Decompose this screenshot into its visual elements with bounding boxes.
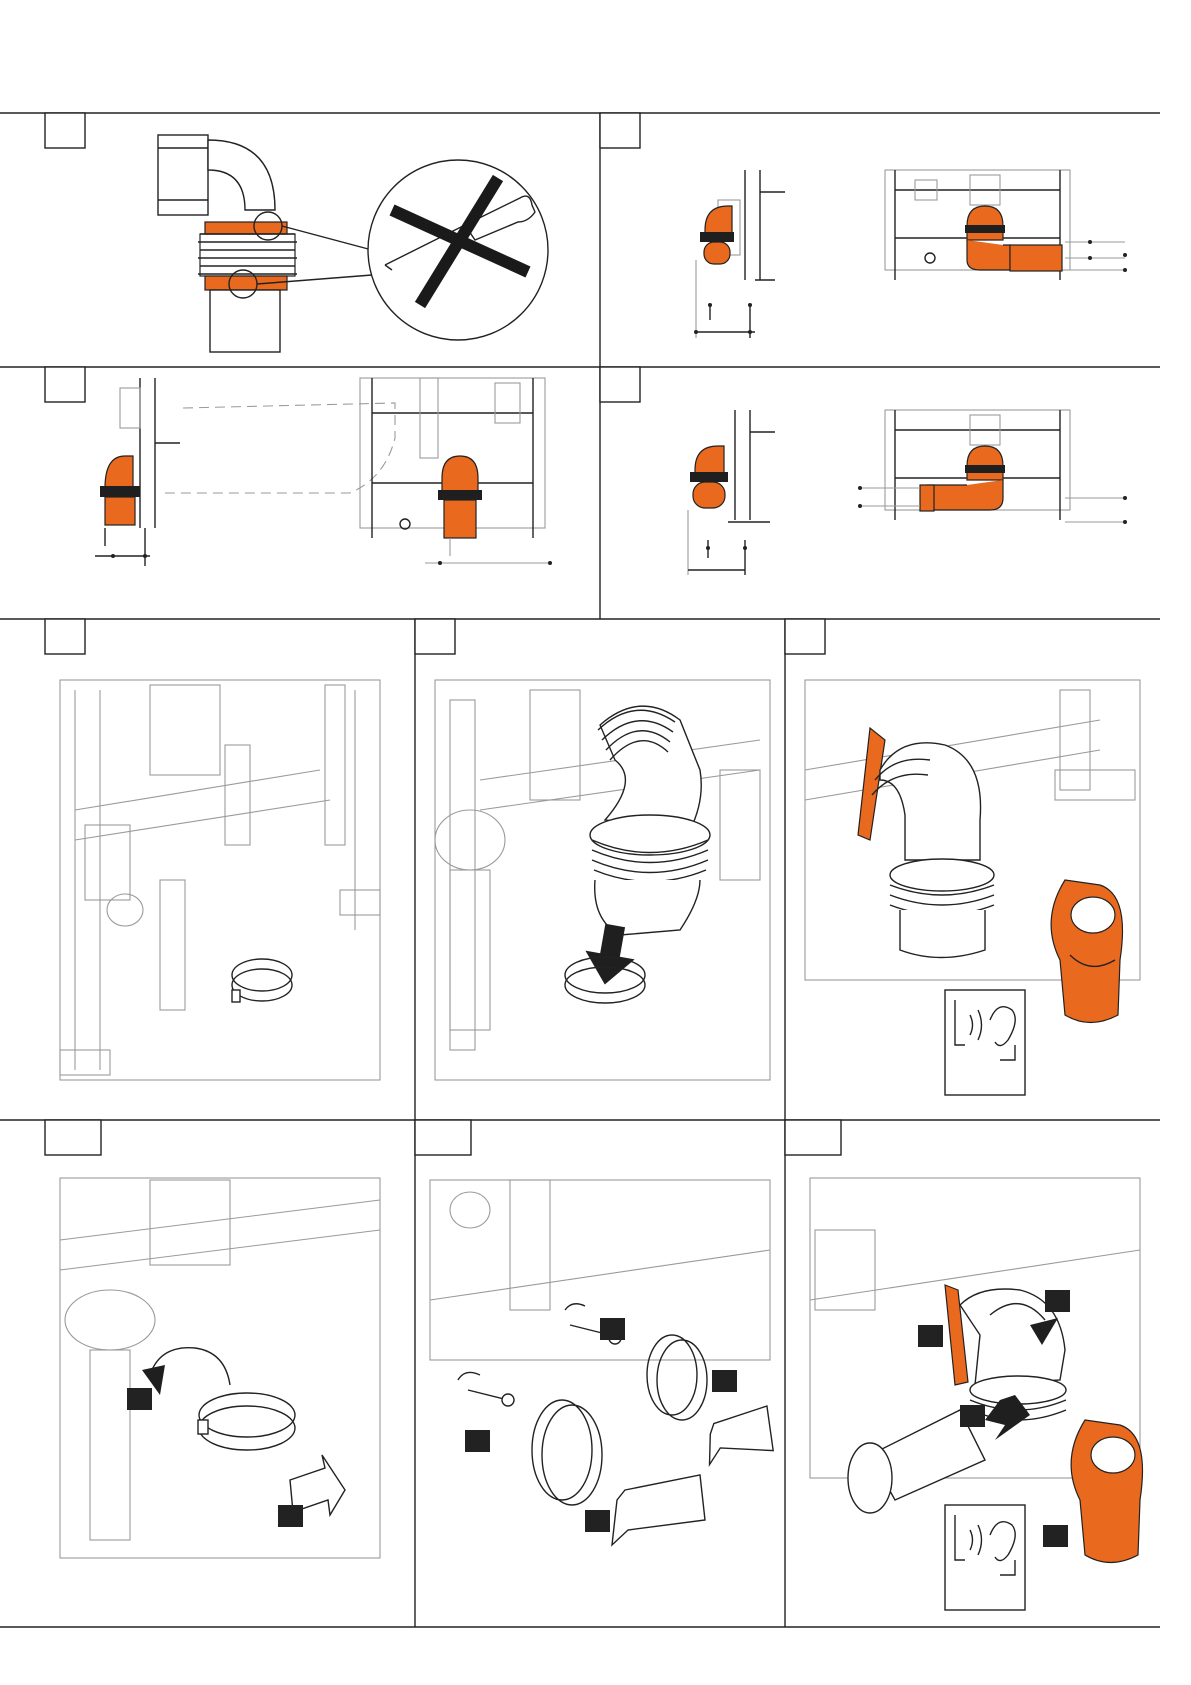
step-box-7 <box>785 619 825 654</box>
panel-2-elevations <box>694 170 1127 338</box>
panel-9-clamp-parts <box>430 1180 774 1545</box>
panel-6-insert-bend <box>435 680 770 1080</box>
panel-10-rotate-connect <box>810 1178 1143 1610</box>
panel-3-elevations <box>95 378 552 566</box>
listen-ear-icon-2 <box>945 1505 1025 1610</box>
step-box-1 <box>45 113 85 148</box>
panel-4-elevations <box>688 410 1127 575</box>
panel-8-loosen-clamp <box>60 1178 380 1558</box>
step-box-10 <box>785 1120 841 1155</box>
step-box-6 <box>415 619 455 654</box>
step-box-9 <box>415 1120 471 1155</box>
listen-ear-icon <box>945 990 1025 1095</box>
step-box-2 <box>600 113 640 148</box>
panel-5-frame-clamp <box>60 680 380 1080</box>
step-box-4 <box>600 367 640 402</box>
step-box-3 <box>45 367 85 402</box>
panel-1-connector <box>158 135 548 352</box>
step-box-8 <box>45 1120 101 1155</box>
step-box-5 <box>45 619 85 654</box>
panel-7-push-bend <box>805 680 1140 1095</box>
